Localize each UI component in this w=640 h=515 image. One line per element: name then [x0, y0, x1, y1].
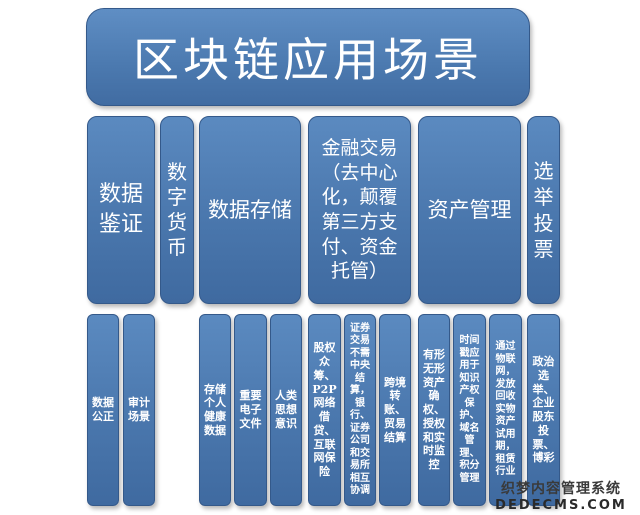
item-elections: 政治选举、企业股东投票、博彩: [527, 314, 560, 506]
item-label: 数据公正: [92, 396, 114, 423]
item-iot-leasing: 通过物联网，发放回收实物资产试用期，租赁行业: [489, 314, 522, 506]
item-label: 股权众筹、P2P网络借贷、互联网保险: [312, 341, 337, 478]
item-label: 时间戳应用于知识产权保护、域名管理、积分管理: [459, 335, 480, 484]
category-label: 选举投票: [533, 159, 554, 261]
category-label: 数字货币: [167, 160, 187, 259]
category-digital-currency: 数字货币: [160, 116, 194, 304]
item-data-notarization: 数据公正: [87, 314, 119, 506]
watermark-en: DEDECMS.COM: [495, 498, 627, 513]
item-label: 重要电子文件: [239, 389, 262, 430]
category-label: 金融交易（去中心化，颠覆第三方支付、资金托管）: [321, 136, 398, 283]
item-electronic-files: 重要电子文件: [234, 314, 267, 506]
item-timestamp-ip: 时间戳应用于知识产权保护、域名管理、积分管理: [453, 314, 486, 506]
item-health-data: 存储个人健康数据: [199, 314, 231, 506]
category-label: 资产管理: [427, 197, 512, 222]
item-asset-rights: 有形无形资产确权、授权和实时监控: [418, 314, 450, 506]
item-label: 政治选举、企业股东投票、博彩: [532, 355, 555, 465]
category-label: 数据鉴证: [98, 182, 143, 237]
item-cross-border: 跨境转账、贸易结算: [379, 314, 411, 506]
category-data-storage: 数据存储: [199, 116, 301, 304]
item-label: 通过物联网，发放回收实物资产试用期，租赁行业: [495, 341, 516, 478]
item-label: 证券交易不需中央结算，银行、证券公司和交易所相互协调: [350, 322, 370, 497]
item-label: 人类思想意识: [275, 389, 297, 430]
item-audit-scenario: 审计场景: [123, 314, 155, 506]
watermark: 织梦内容管理系统 DEDECMS.COM: [486, 478, 636, 513]
watermark-cn: 织梦内容管理系统: [501, 481, 621, 497]
item-label: 有形无形资产确权、授权和实时监控: [423, 348, 445, 472]
item-securities-settlement: 证券交易不需中央结算，银行、证券公司和交易所相互协调: [344, 314, 376, 506]
item-label: 审计场景: [128, 396, 150, 423]
item-human-consciousness: 人类思想意识: [270, 314, 302, 506]
category-label: 数据存储: [208, 197, 292, 222]
item-crowdfunding: 股权众筹、P2P网络借贷、互联网保险: [308, 314, 341, 506]
category-data-auth: 数据鉴证: [87, 116, 155, 304]
item-label: 跨境转账、贸易结算: [384, 375, 406, 444]
category-voting: 选举投票: [527, 116, 560, 304]
item-label: 存储个人健康数据: [204, 382, 226, 437]
diagram-title: 区块链应用场景: [133, 33, 483, 87]
category-financial-trading: 金融交易（去中心化，颠覆第三方支付、资金托管）: [308, 116, 411, 304]
category-asset-management: 资产管理: [418, 116, 521, 304]
title-box: 区块链应用场景: [86, 8, 530, 106]
